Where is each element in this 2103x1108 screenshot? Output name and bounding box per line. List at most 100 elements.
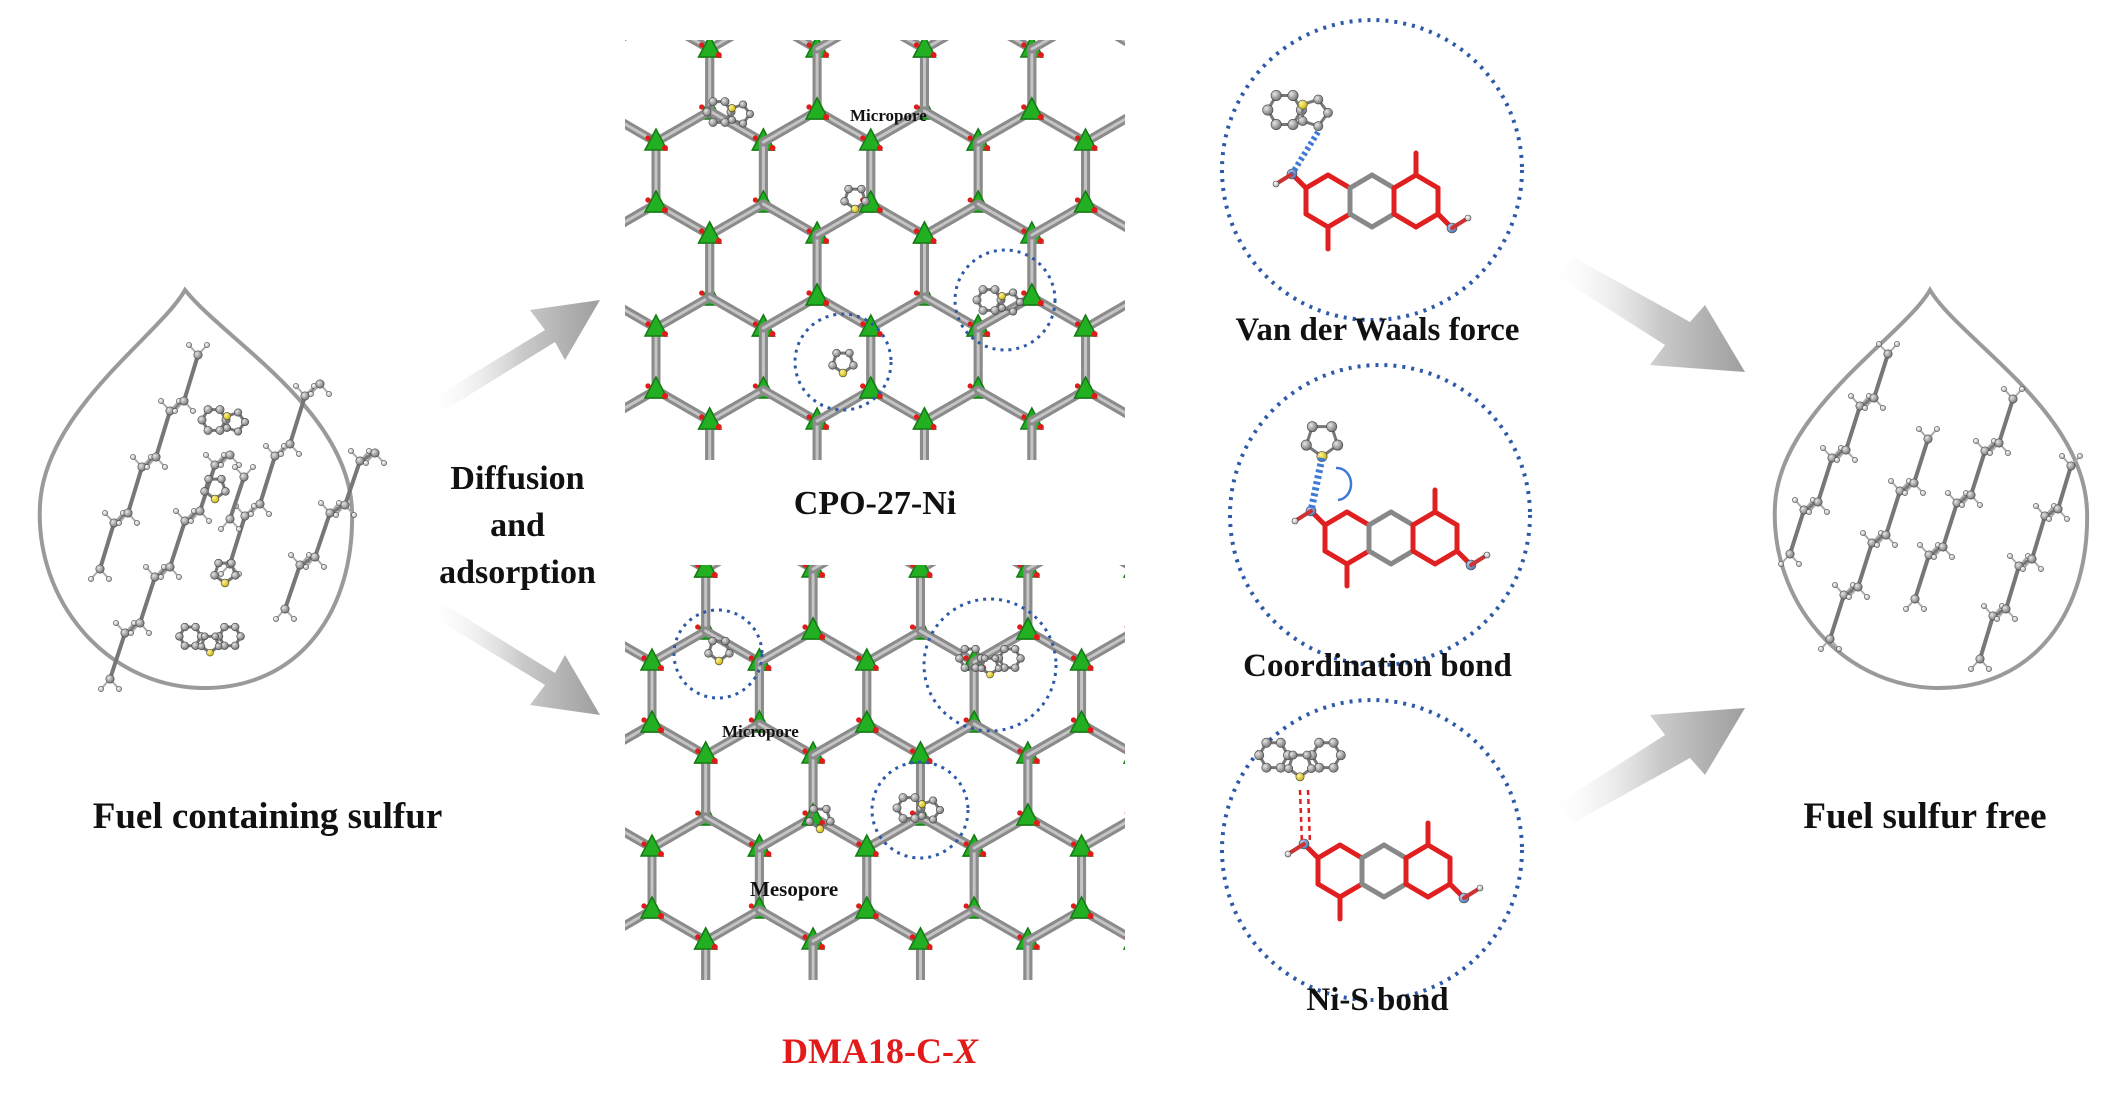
arrow-down-icon — [430, 605, 600, 715]
mof-pore — [965, 96, 1098, 240]
mof-pore — [1071, 1003, 1201, 1108]
label-micropore-bottom: Micropore — [722, 722, 799, 741]
alkane-chain-icon — [88, 342, 210, 582]
thiophene-icon — [828, 348, 858, 378]
label-diffusion-line1: Diffusion — [450, 460, 585, 497]
mof-pore — [480, 910, 610, 1043]
mof-pore — [1123, 935, 1125, 950]
mof-pore — [625, 40, 627, 42]
label-dma-suffix: X — [953, 1031, 978, 1071]
thiophene-icon — [210, 558, 240, 588]
mof-pore — [1027, 375, 1125, 460]
label-coordination-bond: Coordination bond — [1243, 648, 1512, 684]
alkane-chain-icon — [273, 448, 387, 622]
label-van-der-waals: Van der Waals force — [1235, 312, 1520, 348]
mof-pore — [484, 18, 614, 151]
linker-molecule-icon — [1272, 150, 1472, 252]
mof-pore — [1178, 804, 1308, 941]
label-diffusion-line2: and — [490, 507, 545, 544]
pore-molecules — [672, 97, 1058, 860]
sulfur-molecules-left — [175, 405, 250, 657]
vdw-interaction-line — [1289, 130, 1321, 176]
thiophene-icon — [840, 184, 870, 214]
benzothiophene-icon — [972, 285, 1024, 316]
mof-pore — [961, 802, 1094, 946]
mof-pore — [965, 282, 1098, 426]
mof-pore — [1182, 98, 1312, 235]
benzothiophene-icon — [1262, 89, 1333, 131]
pore-highlight-circle — [672, 608, 764, 700]
interaction-circle-nis — [1220, 698, 1524, 1002]
mof-pore — [800, 565, 933, 667]
alkane-chains-left — [88, 342, 387, 692]
alkane-chains-right — [1778, 341, 2083, 672]
alkane-chain-icon — [1778, 341, 1900, 567]
mof-pore — [1073, 114, 1125, 232]
mof-pore — [908, 905, 1041, 980]
label-dma18-c-x: DMA18-C-X — [735, 1030, 1025, 1072]
mof-pore — [1015, 709, 1125, 853]
benzothiophene-icon — [892, 793, 944, 824]
droplet-right-icon — [1772, 286, 2090, 691]
mof-pore — [1069, 817, 1125, 950]
label-diffusion-line3: adsorption — [439, 554, 596, 591]
alkane-chain-icon — [1968, 453, 2083, 672]
arrow-right-top-icon — [1555, 258, 1745, 372]
mof-pore — [1119, 565, 1125, 578]
pore-highlight-circle — [953, 248, 1057, 352]
mof-pore — [625, 895, 711, 980]
mof-pore — [1019, 189, 1125, 333]
alkane-chain-icon — [218, 379, 332, 577]
mof-pore — [1182, 284, 1312, 421]
pore-highlight-circle — [793, 312, 893, 412]
mof-pore — [1178, 618, 1308, 755]
benzothiophene-icon — [702, 97, 754, 128]
label-diffusion: Diffusion and adsorption — [405, 455, 630, 596]
mof-pore — [625, 304, 669, 414]
mof-pore — [1123, 749, 1125, 764]
mof-pore — [693, 905, 826, 980]
interaction-molecules — [1254, 89, 1491, 922]
thiophene-icon — [200, 474, 230, 504]
interaction-circle-vdw — [1220, 18, 1524, 322]
linker-molecule-icon — [1291, 487, 1491, 589]
thiophene-icon — [805, 804, 835, 834]
mof-pore — [1075, 483, 1205, 616]
mof-pore — [689, 565, 722, 578]
mof-pore — [625, 40, 722, 147]
mof-pore — [1128, 18, 1258, 151]
interaction-circle-coordination — [1228, 363, 1532, 667]
label-dma-prefix: DMA18-C- — [782, 1031, 954, 1071]
mof-pore — [751, 282, 884, 426]
label-cpo-27-ni: CPO-27-Ni — [793, 485, 957, 522]
coordination-arc — [1335, 466, 1353, 502]
linker-molecule-icon — [1284, 820, 1484, 922]
coordination-bond-line — [1307, 457, 1326, 512]
mof-pore — [625, 827, 665, 931]
mof-pore — [1023, 895, 1125, 980]
mof-pore — [808, 895, 925, 980]
dibenzothiophene-icon — [955, 644, 1025, 679]
pore-highlight-circle — [870, 760, 970, 860]
mof-pore — [625, 189, 722, 333]
pore-highlight-circle — [922, 597, 1058, 733]
cpo-27-ni-framework — [484, 18, 1312, 616]
mof-pore — [1019, 40, 1125, 147]
arrow-right-bottom-icon — [1555, 708, 1745, 822]
mof-pore — [1178, 432, 1308, 569]
label-micropore-top: Micropore — [850, 106, 927, 125]
label-fuel-in: Fuel containing sulfur — [92, 796, 443, 837]
mof-pore — [1015, 565, 1125, 667]
alkane-chain-icon — [1818, 426, 1940, 652]
arrow-up-icon — [430, 300, 600, 410]
mof-pore — [625, 709, 718, 853]
mof-pore — [804, 189, 937, 333]
thiophene-icon — [1300, 421, 1344, 462]
mof-pore — [961, 616, 1094, 760]
mof-pore — [625, 118, 669, 228]
mof-pore — [1114, 40, 1125, 46]
mof-pore — [534, 990, 664, 1108]
ni-s-bond-line-b — [1306, 789, 1312, 845]
label-fuel-out: Fuel sulfur free — [1803, 796, 2047, 837]
